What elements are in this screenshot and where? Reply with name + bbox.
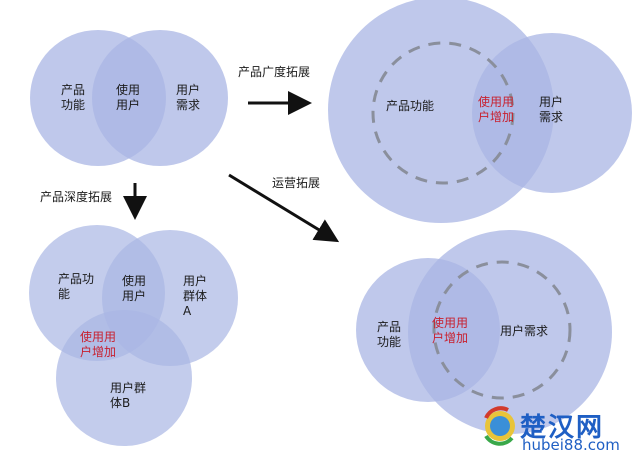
label-active-users-increase: 使用用 户增加 bbox=[478, 95, 515, 124]
label-product-function: 产品 功能 bbox=[61, 83, 86, 112]
label-active-users-increase: 使用用 户增加 bbox=[80, 330, 117, 359]
label-user-group-a: 用户 群体 A bbox=[183, 274, 208, 318]
label-product-function: 产品功 能 bbox=[58, 272, 95, 301]
watermark-cn: 楚汉网 bbox=[520, 413, 605, 443]
label-operation-expansion: 运营拓展 bbox=[272, 176, 321, 190]
venn-operation bbox=[356, 230, 612, 434]
label-active-users: 使用 用户 bbox=[122, 274, 147, 303]
venn-depth bbox=[29, 225, 238, 446]
watermark-en: hubei88.com bbox=[522, 436, 620, 454]
venn-base bbox=[30, 30, 228, 166]
label-user-group-b: 用户群 体B bbox=[110, 381, 147, 410]
label-product-function: 产品功能 bbox=[386, 99, 435, 113]
label-product-function: 产品 功能 bbox=[377, 320, 402, 349]
label-active-users: 使用 用户 bbox=[116, 83, 141, 112]
label-user-needs: 用户 需求 bbox=[539, 95, 564, 124]
label-depth-expansion: 产品深度拓展 bbox=[40, 190, 113, 204]
label-user-needs: 用户需求 bbox=[500, 324, 549, 338]
label-breadth-expansion: 产品广度拓展 bbox=[238, 65, 311, 79]
arrow-operation bbox=[228, 173, 340, 243]
label-active-users-increase: 使用用 户增加 bbox=[432, 316, 469, 345]
label-user-needs: 用户 需求 bbox=[176, 83, 201, 112]
venn-breadth bbox=[328, 0, 632, 223]
